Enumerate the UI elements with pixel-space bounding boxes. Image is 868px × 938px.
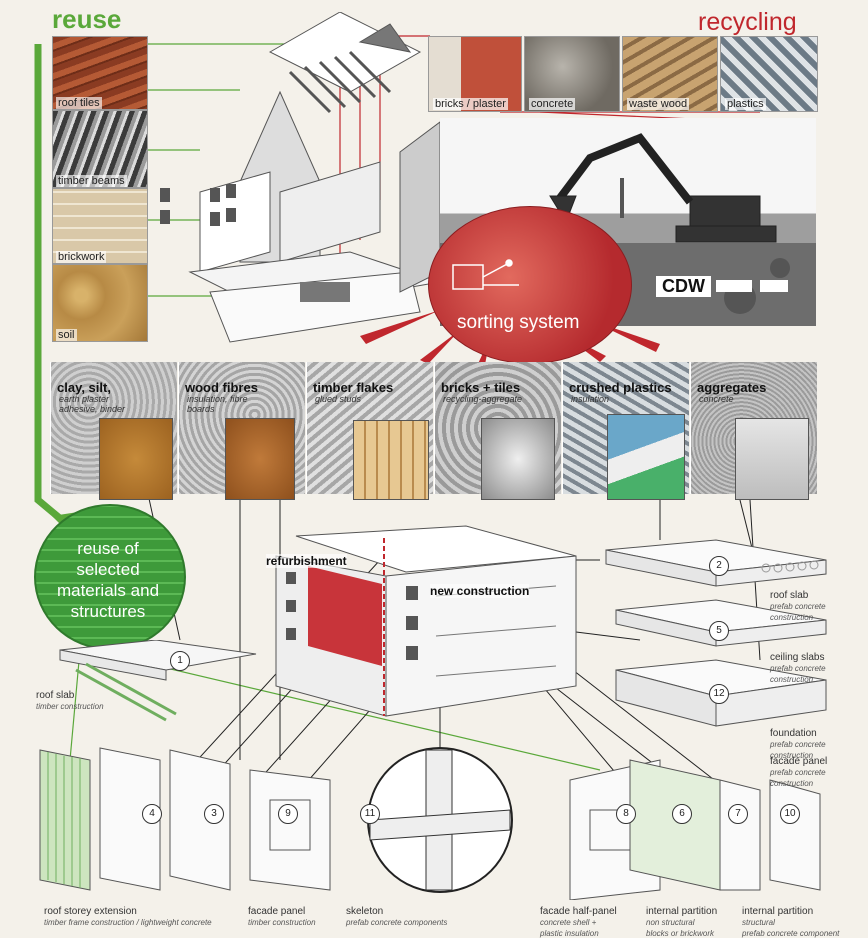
marker-9: 9 — [278, 804, 298, 824]
marker-4: 4 — [142, 804, 162, 824]
material-timber-flakes: timber flakes glued studs — [306, 362, 433, 500]
marker-5: 5 — [709, 621, 729, 641]
marker-1: 1 — [170, 651, 190, 671]
plastic-insulation-sample — [607, 414, 685, 500]
concrete-panel-sample — [735, 418, 809, 500]
material-aggregates: aggregates concrete — [690, 362, 817, 500]
material-subtitle: glued studs — [315, 394, 362, 404]
reuse-circle-text: reuse of selected materials and structur… — [56, 539, 160, 621]
exploded-house-sketch — [160, 12, 440, 343]
bricks-plaster-photo: bricks / plaster — [428, 36, 522, 112]
material-crushed-plastics: crushed plastics insulation — [562, 362, 689, 500]
marker-6: 6 — [672, 804, 692, 824]
marker-8: 8 — [616, 804, 636, 824]
left-roof-slab-sketch — [59, 640, 257, 722]
material-bricks-tiles: bricks + tiles recycling-aggregate — [434, 362, 561, 500]
material-title: bricks + tiles — [441, 380, 521, 395]
material-subtitle: recycling-aggregate — [443, 394, 523, 404]
cdw-label: CDW — [656, 276, 711, 297]
reuse-flow-arrow — [34, 44, 65, 523]
material-title: clay, silt, — [57, 380, 111, 395]
new-construction-label: new construction — [430, 584, 530, 598]
marker-3: 3 — [204, 804, 224, 824]
marker-2: 2 — [709, 556, 729, 576]
roof-tiles-label: roof tiles — [56, 97, 102, 109]
material-subtitle: concrete — [699, 394, 734, 404]
marker-7: 7 — [728, 804, 748, 824]
soil-label: soil — [56, 329, 77, 341]
material-title: aggregates — [697, 380, 767, 395]
refurbishment-label: refurbishment — [266, 554, 347, 568]
plastics-label: plastics — [725, 98, 766, 110]
marker-10: 10 — [780, 804, 800, 824]
waste-wood-photo: waste wood — [622, 36, 718, 112]
fibre-board-sample — [225, 418, 295, 500]
marker-12: 12 — [709, 684, 729, 704]
bricks-plaster-label: bricks / plaster — [433, 98, 508, 110]
brickwork-photo: brickwork — [52, 188, 148, 264]
right-slabs-sketch — [605, 539, 827, 727]
material-subtitle: insulation — [571, 394, 610, 404]
bottom-components-sketch — [39, 747, 821, 900]
material-wood-fibres: wood fibres insulation, fibre boards — [178, 362, 305, 500]
reuse-circle — [34, 504, 186, 650]
earth-plaster-sample — [99, 418, 173, 500]
roof-tiles-photo: roof tiles — [52, 36, 148, 110]
brickwork-label: brickwork — [56, 251, 107, 263]
aggregate-block-sample — [481, 418, 555, 500]
material-clay-silt: clay, silt, earth plaster adhesive, bind… — [50, 362, 177, 500]
soil-photo: soil — [52, 264, 148, 342]
recycling-heading: recycling — [698, 8, 797, 36]
concrete-label: concrete — [529, 98, 576, 110]
roof-plane — [268, 12, 422, 93]
waste-wood-label: waste wood — [627, 98, 690, 110]
glued-studs-sample — [353, 420, 429, 500]
sorting-machine-icon — [452, 259, 519, 290]
material-subtitle: insulation, fibre boards — [187, 394, 248, 414]
marker-11: 11 — [360, 804, 380, 824]
cdw-bar-1 — [716, 280, 752, 292]
new-building-sketch — [275, 525, 577, 717]
cdw-bar-2 — [760, 280, 788, 292]
refurbishment-red-zone — [308, 566, 382, 666]
material-subtitle: earth plaster adhesive, binder — [59, 394, 126, 414]
material-title: crushed plastics — [569, 380, 672, 395]
plastics-photo: plastics — [720, 36, 818, 112]
concrete-photo: concrete — [524, 36, 620, 112]
material-title: wood fibres — [185, 380, 258, 395]
timber-beams-label: timber beams — [56, 175, 127, 187]
material-title: timber flakes — [313, 380, 394, 395]
sorting-circle — [428, 206, 632, 364]
sorting-system-label: sorting system — [457, 312, 580, 333]
reuse-heading: reuse — [52, 4, 122, 34]
roof-storey-panel — [39, 749, 91, 891]
timber-beams-photo: timber beams — [52, 110, 148, 188]
